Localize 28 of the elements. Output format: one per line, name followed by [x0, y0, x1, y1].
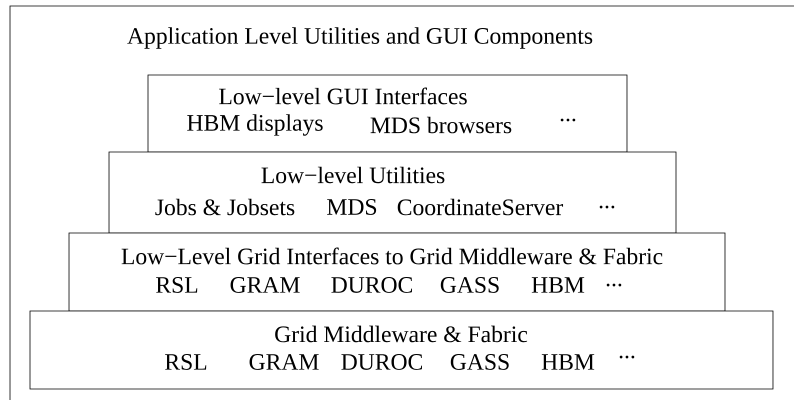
item-label: HBM [542, 354, 594, 370]
item-label: RSL [165, 354, 206, 370]
layer-box [30, 310, 774, 390]
item-label: GRAM [250, 354, 319, 370]
heading: Low−level GUI Interfaces [219, 88, 467, 104]
heading: Low−Level Grid Interfaces to Grid Middleware & Fabric [122, 248, 662, 264]
heading: Application Level Utilities and GUI Components [127, 27, 592, 49]
item-label: DUROC [341, 354, 422, 370]
item-label: RSL [156, 277, 198, 293]
item-label: MDS [327, 199, 376, 215]
item-label: GASS [450, 354, 509, 370]
layer-box [68, 232, 726, 312]
heading: Grid Middleware & Fabric [275, 326, 528, 342]
item-label: DUROC [331, 277, 412, 293]
item-label: GASS [440, 277, 499, 293]
item-label: HBM [532, 277, 584, 293]
item-label: MDS browsers [370, 116, 512, 134]
layer-box [148, 74, 628, 152]
layer-box [108, 152, 676, 234]
item-label: ... [606, 284, 622, 286]
item-label: GRAM [230, 277, 300, 293]
item-label: ... [620, 356, 634, 358]
item-label: HBM displays [187, 114, 323, 136]
item-label: ... [600, 206, 614, 208]
heading: Low−level Utilities [262, 166, 444, 184]
item-label: Jobs & Jobsets [155, 198, 294, 216]
item-label: CoordinateServer [398, 198, 564, 216]
item-label: ... [560, 118, 576, 122]
